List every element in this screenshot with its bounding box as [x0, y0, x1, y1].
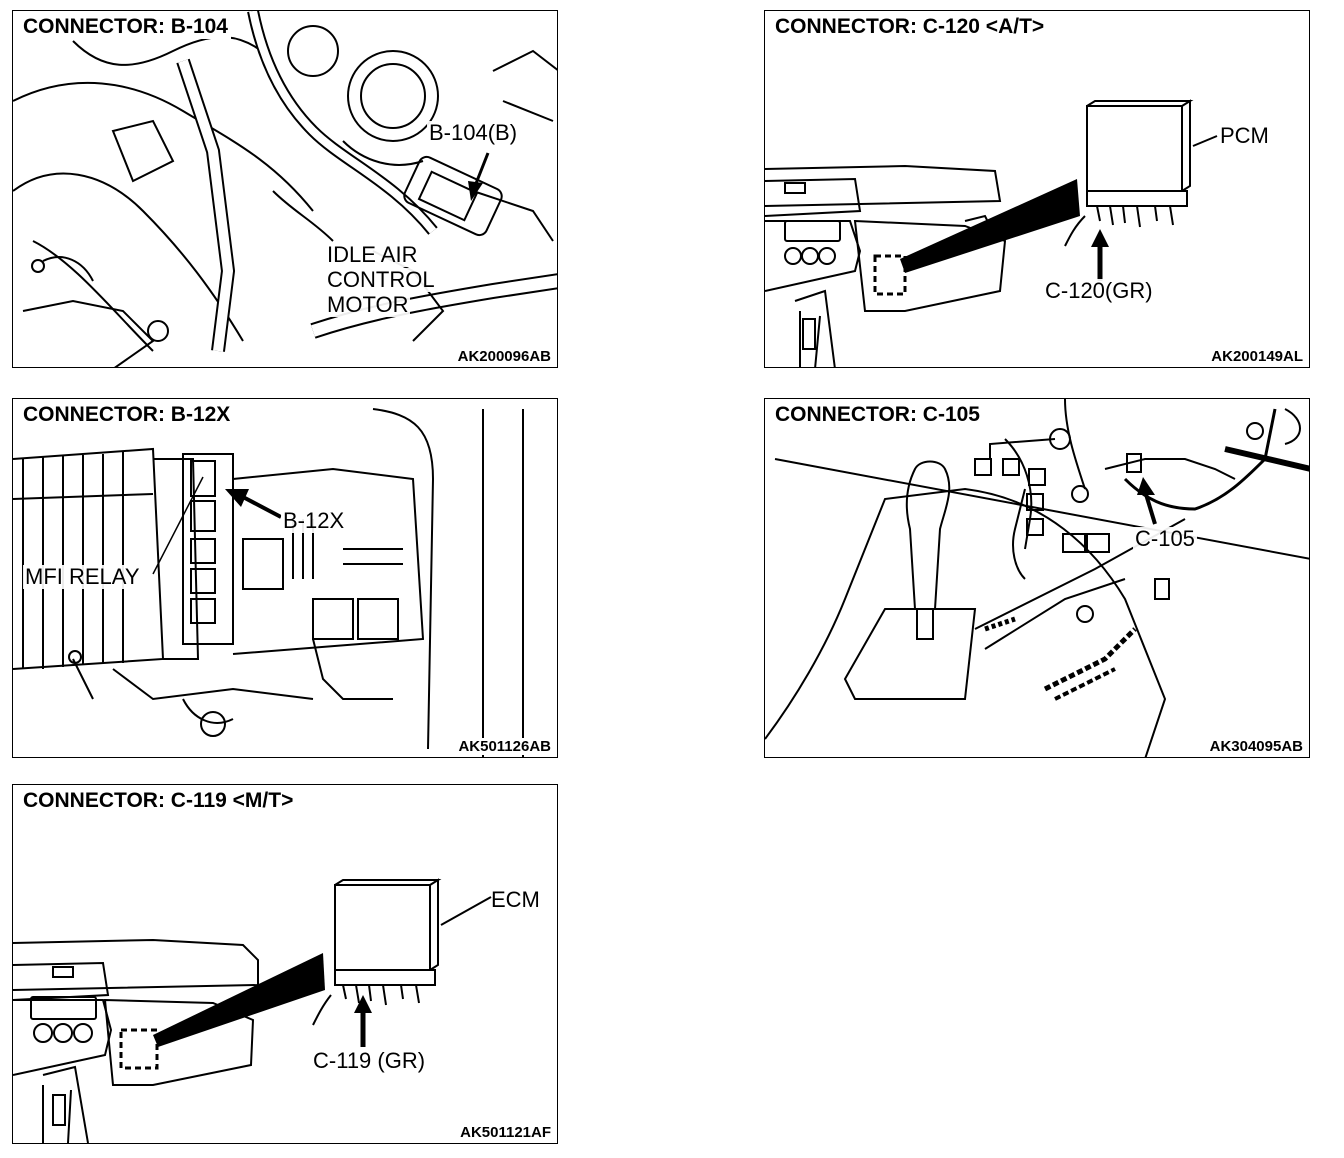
panel-connector-b12x: CONNECTOR: B-12X B-12X MFI RELAY AK50112… [12, 398, 558, 758]
engine-bay-illustration [13, 11, 557, 367]
component-label-line2: CONTROL [325, 267, 437, 292]
connector-label: C-105 [1133, 526, 1197, 551]
module-label: PCM [1220, 123, 1269, 148]
figure-code: AK304095AB [1207, 738, 1305, 755]
panel-title: CONNECTOR: B-104 [20, 15, 231, 39]
panel-title: CONNECTOR: C-119 <M/T> [20, 789, 297, 813]
panel-connector-b104: CONNECTOR: B-104 B-104(B) IDLE AIR CONTR… [12, 10, 558, 368]
figure-code: AK501121AF [458, 1124, 553, 1141]
panel-connector-c119: CONNECTOR: C-119 <M/T> ECM C-119 (GR) AK… [12, 784, 558, 1144]
connector-label: C-119 (GR) [311, 1048, 428, 1073]
relay-box-illustration [13, 408, 524, 757]
figure-code: AK200149AL [1209, 348, 1305, 365]
connector-label: B-12X [281, 508, 347, 533]
connector-label: B-104(B) [427, 120, 520, 145]
component-label-line1: IDLE AIR [325, 242, 420, 267]
panel-connector-c120: CONNECTOR: C-120 <A/T> PCM C-120(GR) AK2… [764, 10, 1310, 368]
panel-title: CONNECTOR: C-105 [772, 403, 983, 427]
figure-code: AK200096AB [455, 348, 553, 365]
panel-title: CONNECTOR: B-12X [20, 403, 234, 427]
dashboard-ecm-illustration [13, 878, 492, 1143]
figure-code: AK501126AB [456, 738, 553, 755]
connector-label: C-120(GR) [1043, 278, 1155, 303]
relay-label: MFI RELAY [23, 564, 142, 589]
panel-title: CONNECTOR: C-120 <A/T> [772, 15, 1048, 39]
shift-console-illustration [765, 399, 1309, 757]
dashboard-pcm-illustration [765, 99, 1218, 367]
module-label: ECM [491, 887, 540, 912]
panel-connector-c105: CONNECTOR: C-105 C-105 AK304095AB [764, 398, 1310, 758]
component-label-line3: MOTOR [325, 292, 411, 317]
